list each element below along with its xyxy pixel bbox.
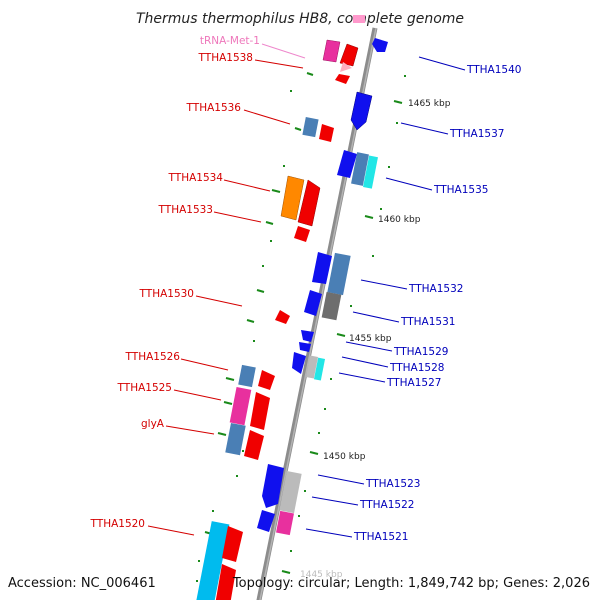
gene-label-ttha1522[interactable]: TTHA1522 <box>359 499 414 511</box>
gene-arrow[interactable] <box>335 74 350 84</box>
outer-dots-right <box>290 75 406 552</box>
gene-arrow[interactable] <box>262 464 284 508</box>
gene-arrow[interactable] <box>257 510 275 532</box>
gene-label-glya[interactable]: glyA <box>141 418 165 430</box>
genome-summary: Topology: circular; Length: 1,849,742 bp… <box>232 576 590 591</box>
gene-block[interactable] <box>279 471 302 514</box>
gene-label-ttha1533[interactable]: TTHA1533 <box>158 204 213 216</box>
gene-label-ttha1534[interactable]: TTHA1534 <box>168 172 224 184</box>
gene-label-ttha1538[interactable]: TTHA1538 <box>198 52 253 64</box>
inner-tick-row <box>204 72 314 535</box>
gene-label-ttha1525[interactable]: TTHA1525 <box>117 382 172 394</box>
gene-arrow[interactable] <box>350 91 373 131</box>
gene-label-ttha1532[interactable]: TTHA1532 <box>408 283 463 295</box>
gene-arrow[interactable] <box>215 564 236 600</box>
kbp-label: 1465 kbp <box>408 99 451 109</box>
gene-block[interactable] <box>351 152 369 186</box>
gene-label-ttha1527[interactable]: TTHA1527 <box>386 377 441 389</box>
gene-block[interactable] <box>363 155 378 189</box>
kbp-ticks <box>281 100 403 574</box>
gene-arrow[interactable] <box>222 526 243 562</box>
gene-label-ttha1521[interactable]: TTHA1521 <box>353 531 408 543</box>
gene-block[interactable] <box>225 422 246 456</box>
gene-arrow[interactable] <box>372 38 388 52</box>
accession-label: Accession: NC_006461 <box>8 576 156 591</box>
gene-arrow[interactable] <box>250 392 270 430</box>
gene-arrow[interactable] <box>301 330 314 342</box>
gene-arrow[interactable] <box>339 43 359 67</box>
gene-arrow[interactable] <box>294 226 310 242</box>
gene-label-ttha1531[interactable]: TTHA1531 <box>400 316 455 328</box>
map-title: Thermus thermophilus HB8, complete genom… <box>136 11 464 27</box>
gene-label-ttha1526[interactable]: TTHA1526 <box>125 351 181 363</box>
gene-label-ttha1537[interactable]: TTHA1537 <box>449 128 504 140</box>
gene-arrow[interactable] <box>337 150 357 178</box>
gene-block[interactable] <box>305 355 319 379</box>
kbp-label: 1455 kbp <box>349 334 392 344</box>
gene-arrow[interactable] <box>292 352 306 374</box>
gene-block[interactable] <box>353 15 365 23</box>
gene-label-ttha1523[interactable]: TTHA1523 <box>365 478 420 490</box>
outer-dots-left <box>196 90 292 582</box>
kbp-label: 1445 kbp <box>300 570 343 580</box>
gene-arrow[interactable] <box>322 39 341 63</box>
gene-block[interactable] <box>229 386 252 426</box>
gene-label-ttha1540[interactable]: TTHA1540 <box>466 64 521 76</box>
gene-arrow[interactable] <box>258 370 275 390</box>
gene-arrow[interactable] <box>340 62 352 72</box>
left-leader-lines <box>147 43 306 536</box>
right-leader-lines <box>305 56 466 538</box>
gene-arrow[interactable] <box>297 179 321 227</box>
kbp-label: 1450 kbp <box>323 452 366 462</box>
gene-arrow[interactable] <box>280 175 305 221</box>
gene-label-ttha1529[interactable]: TTHA1529 <box>393 346 448 358</box>
kbp-label: 1460 kbp <box>378 215 421 225</box>
gene-label-ttha1520[interactable]: TTHA1520 <box>90 518 145 530</box>
gene-arrow[interactable] <box>319 124 334 142</box>
gene-arrow[interactable] <box>304 290 322 316</box>
gene-block[interactable] <box>321 291 342 321</box>
gene-label-ttha1536[interactable]: TTHA1536 <box>186 102 242 114</box>
gene-label-ttha1535[interactable]: TTHA1535 <box>433 184 488 196</box>
gene-arrow[interactable] <box>275 310 290 324</box>
gene-block[interactable] <box>302 117 319 138</box>
gene-block[interactable] <box>194 521 230 600</box>
gene-label-ttha1530[interactable]: TTHA1530 <box>139 288 194 300</box>
gene-block[interactable] <box>327 252 351 296</box>
gene-block[interactable] <box>313 357 326 381</box>
gene-features-outer <box>257 38 388 536</box>
gene-arrow[interactable] <box>244 430 264 460</box>
gene-features-inner <box>194 15 365 600</box>
gene-label-ttha1528[interactable]: TTHA1528 <box>389 362 444 374</box>
gene-label-trna-met-1[interactable]: tRNA-Met-1 <box>200 35 260 47</box>
gene-block[interactable] <box>276 510 294 536</box>
gene-block[interactable] <box>238 364 256 388</box>
gene-arrow[interactable] <box>299 342 311 352</box>
gene-arrow[interactable] <box>312 252 332 284</box>
